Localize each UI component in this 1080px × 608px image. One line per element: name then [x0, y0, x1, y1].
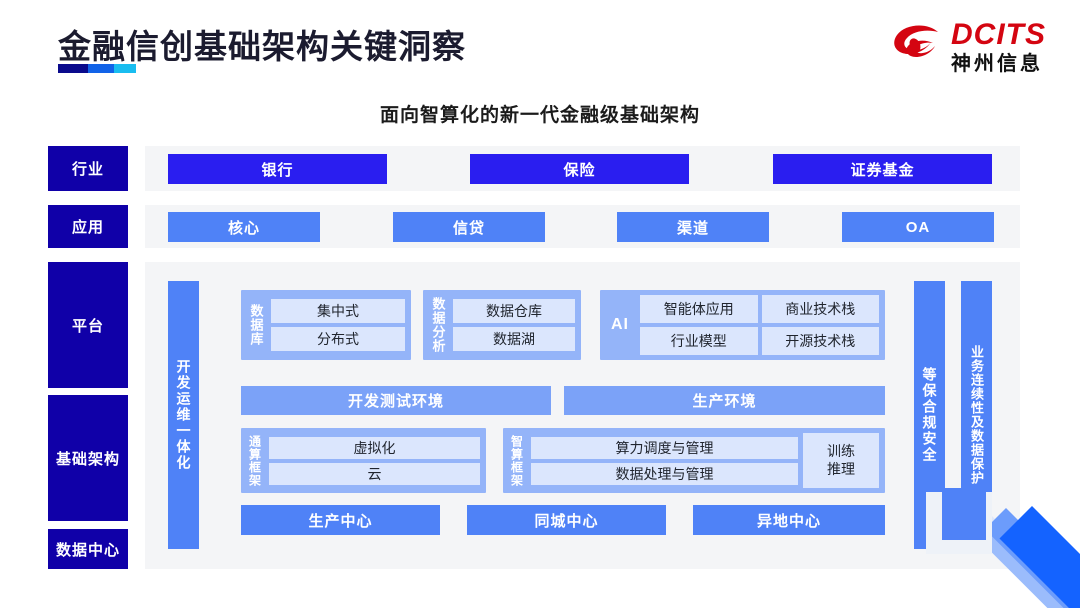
- vertical-business-continuity-bar[interactable]: 业务连续性及数据保护: [961, 281, 992, 549]
- platform-group-database: 数据库 集中式 分布式: [241, 290, 411, 360]
- row-label-datacenter: 数据中心: [48, 529, 128, 569]
- application-item-oa[interactable]: OA: [842, 212, 994, 242]
- ai-item-industry-model[interactable]: 行业模型: [640, 327, 758, 355]
- industry-panel: 银行 保险 证券基金: [145, 146, 1020, 191]
- diagram-subtitle: 面向智算化的新一代金融级基础架构: [379, 105, 700, 126]
- title-underline-bar: [58, 64, 136, 73]
- general-compute-item-cloud[interactable]: 云: [269, 462, 480, 485]
- group-title-ai: AI: [611, 316, 629, 333]
- infra-group-general-compute: 通算框架 虚拟化 云: [241, 428, 486, 493]
- ai-compute-item-data-processing[interactable]: 数据处理与管理: [531, 462, 798, 485]
- environment-production[interactable]: 生产环境: [564, 386, 885, 415]
- environment-dev-test[interactable]: 开发测试环境: [241, 386, 551, 415]
- group-title-ai-compute: 智算框架: [509, 434, 524, 487]
- vertical-devops-bar[interactable]: 开发运维一体化: [168, 281, 199, 549]
- datacenter-item-production[interactable]: 生产中心: [241, 505, 440, 535]
- industry-item-bank[interactable]: 银行: [168, 154, 387, 184]
- ai-item-agent-application[interactable]: 智能体应用: [640, 295, 758, 323]
- industry-item-securities-fund[interactable]: 证券基金: [773, 154, 992, 184]
- architecture-main-panel: 开发运维一体化 数据库 集中式 分布式 数据分析 数据仓库 数据湖 AI 智能体…: [145, 262, 1020, 569]
- row-label-platform: 平台: [48, 262, 128, 388]
- dcits-swoosh-icon: [891, 21, 945, 73]
- ai-compute-item-train-inference[interactable]: 训练 推理: [803, 433, 879, 488]
- database-item-distributed[interactable]: 分布式: [271, 327, 405, 351]
- logo-text-cn: 神州信息: [951, 53, 1043, 75]
- ai-item-opensource-stack[interactable]: 开源技术栈: [761, 327, 879, 355]
- ai-item-commercial-stack[interactable]: 商业技术栈: [761, 295, 879, 323]
- underline-segment-2: [88, 64, 114, 73]
- group-title-database: 数据库: [248, 304, 264, 346]
- analytics-item-data-warehouse[interactable]: 数据仓库: [453, 299, 575, 323]
- industry-item-insurance[interactable]: 保险: [470, 154, 689, 184]
- analytics-item-data-lake[interactable]: 数据湖: [453, 327, 575, 351]
- general-compute-item-virtualization[interactable]: 虚拟化: [269, 436, 480, 459]
- underline-segment-3: [114, 64, 136, 73]
- row-label-industry: 行业: [48, 146, 128, 191]
- group-title-general-compute: 通算框架: [247, 434, 262, 487]
- page-header: 金融信创基础架构关键洞察 DCITS 神州信息: [0, 0, 1080, 92]
- application-panel: 核心 信贷 渠道 OA: [145, 205, 1020, 248]
- group-title-analytics: 数据分析: [430, 297, 446, 353]
- ai-compute-item-power-scheduling[interactable]: 算力调度与管理: [531, 436, 798, 459]
- database-item-centralized[interactable]: 集中式: [271, 299, 405, 323]
- row-label-application: 应用: [48, 205, 128, 248]
- page-title: 金融信创基础架构关键洞察: [58, 28, 466, 65]
- datacenter-item-remote[interactable]: 异地中心: [693, 505, 885, 535]
- platform-group-analytics: 数据分析 数据仓库 数据湖: [423, 290, 581, 360]
- platform-group-ai: AI 智能体应用 商业技术栈 行业模型 开源技术栈: [600, 290, 885, 360]
- application-item-channel[interactable]: 渠道: [617, 212, 769, 242]
- infra-group-ai-compute: 智算框架 算力调度与管理 数据处理与管理 训练 推理: [503, 428, 885, 493]
- logo-text-en: DCITS: [951, 18, 1046, 51]
- underline-segment-1: [58, 64, 88, 73]
- datacenter-item-metro[interactable]: 同城中心: [467, 505, 666, 535]
- row-label-infrastructure: 基础架构: [48, 395, 128, 521]
- application-item-core[interactable]: 核心: [168, 212, 320, 242]
- vertical-compliance-security-bar[interactable]: 等保合规安全: [914, 281, 945, 549]
- application-item-credit[interactable]: 信贷: [393, 212, 545, 242]
- brand-logo: DCITS 神州信息: [891, 18, 1046, 76]
